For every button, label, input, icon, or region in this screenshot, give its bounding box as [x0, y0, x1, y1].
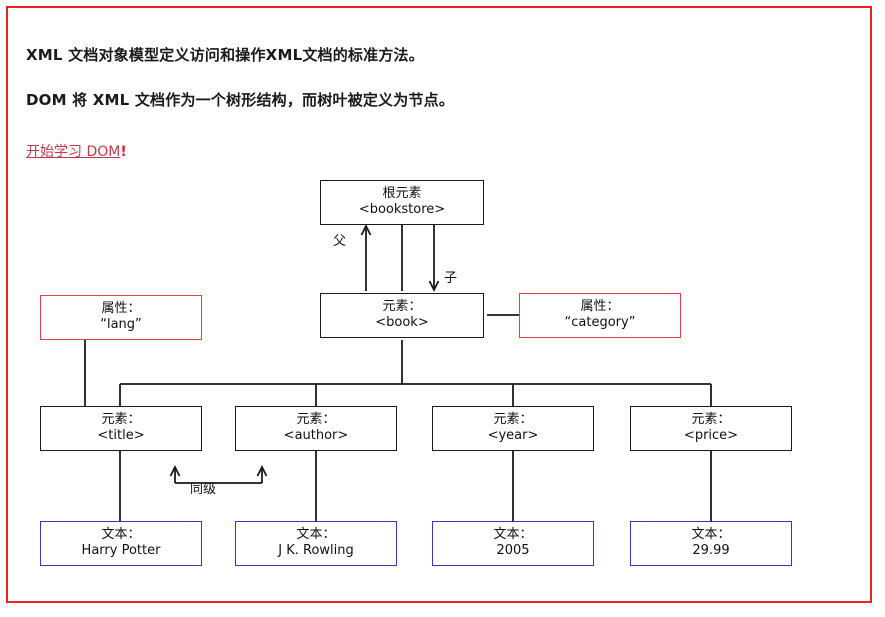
node-root-bookstore[interactable]: 根元素 <bookstore> — [320, 180, 484, 225]
node-element-price-label: 元素： — [691, 412, 731, 427]
start-learning-dom-link[interactable]: 开始学习 DOM — [26, 144, 121, 160]
node-element-year-value: <year> — [487, 428, 539, 443]
node-text-2005-value: 2005 — [496, 543, 530, 558]
node-element-author-label: 元素： — [296, 412, 336, 427]
edge-label-child: 子 — [444, 271, 458, 286]
node-element-book-label: 元素： — [382, 299, 422, 314]
node-text-jk-rowling-value: J K. Rowling — [278, 543, 354, 558]
node-element-title-value: <title> — [97, 428, 145, 443]
node-text-jk-rowling[interactable]: 文本： J K. Rowling — [235, 521, 397, 566]
node-text-2999-value: 29.99 — [692, 543, 730, 558]
exclamation-mark: ! — [120, 144, 127, 160]
node-text-harry-potter[interactable]: 文本： Harry Potter — [40, 521, 202, 566]
node-element-book-value: <book> — [375, 315, 429, 330]
node-attribute-category-value: “category” — [564, 315, 636, 330]
node-element-book[interactable]: 元素： <book> — [320, 293, 484, 338]
node-root-value: <bookstore> — [358, 202, 446, 217]
node-text-harry-potter-label: 文本： — [101, 527, 141, 542]
page-frame: XML 文档对象模型定义访问和操作XML文档的标准方法。 DOM 将 XML 文… — [6, 6, 872, 603]
diagram-connectors — [84, 223, 712, 521]
node-text-2005[interactable]: 文本： 2005 — [432, 521, 594, 566]
node-attribute-lang-label: 属性： — [101, 301, 141, 316]
node-text-jk-rowling-label: 文本： — [296, 527, 336, 542]
node-text-2005-label: 文本： — [493, 527, 533, 542]
node-attribute-category-label: 属性： — [580, 299, 620, 314]
node-element-author[interactable]: 元素： <author> — [235, 406, 397, 451]
paragraph-dom-tree-structure: DOM 将 XML 文档作为一个树形结构，而树叶被定义为节点。 — [26, 91, 455, 109]
node-text-2999[interactable]: 文本： 29.99 — [630, 521, 792, 566]
node-root-label: 根元素 — [382, 186, 422, 201]
node-element-title-label: 元素： — [101, 412, 141, 427]
node-text-harry-potter-value: Harry Potter — [81, 543, 161, 558]
node-element-year[interactable]: 元素： <year> — [432, 406, 594, 451]
node-attribute-lang[interactable]: 属性： “lang” — [40, 295, 202, 340]
xml-dom-tree-diagram: 根元素 <bookstore> 属性： “lang” 元素： <book> 属性… — [8, 8, 874, 605]
node-text-2999-label: 文本： — [691, 527, 731, 542]
node-element-author-value: <author> — [283, 428, 349, 443]
node-element-title[interactable]: 元素： <title> — [40, 406, 202, 451]
node-attribute-category[interactable]: 属性： “category” — [519, 293, 681, 338]
node-element-price-value: <price> — [683, 428, 739, 443]
start-learning-dom-row: 开始学习 DOM! — [26, 141, 127, 161]
edge-label-sibling: 同级 — [190, 482, 217, 497]
node-attribute-lang-value: “lang” — [100, 317, 142, 332]
node-element-year-label: 元素： — [493, 412, 533, 427]
node-element-price[interactable]: 元素： <price> — [630, 406, 792, 451]
paragraph-dom-definition: XML 文档对象模型定义访问和操作XML文档的标准方法。 — [26, 46, 424, 64]
edge-label-parent: 父 — [333, 234, 347, 249]
